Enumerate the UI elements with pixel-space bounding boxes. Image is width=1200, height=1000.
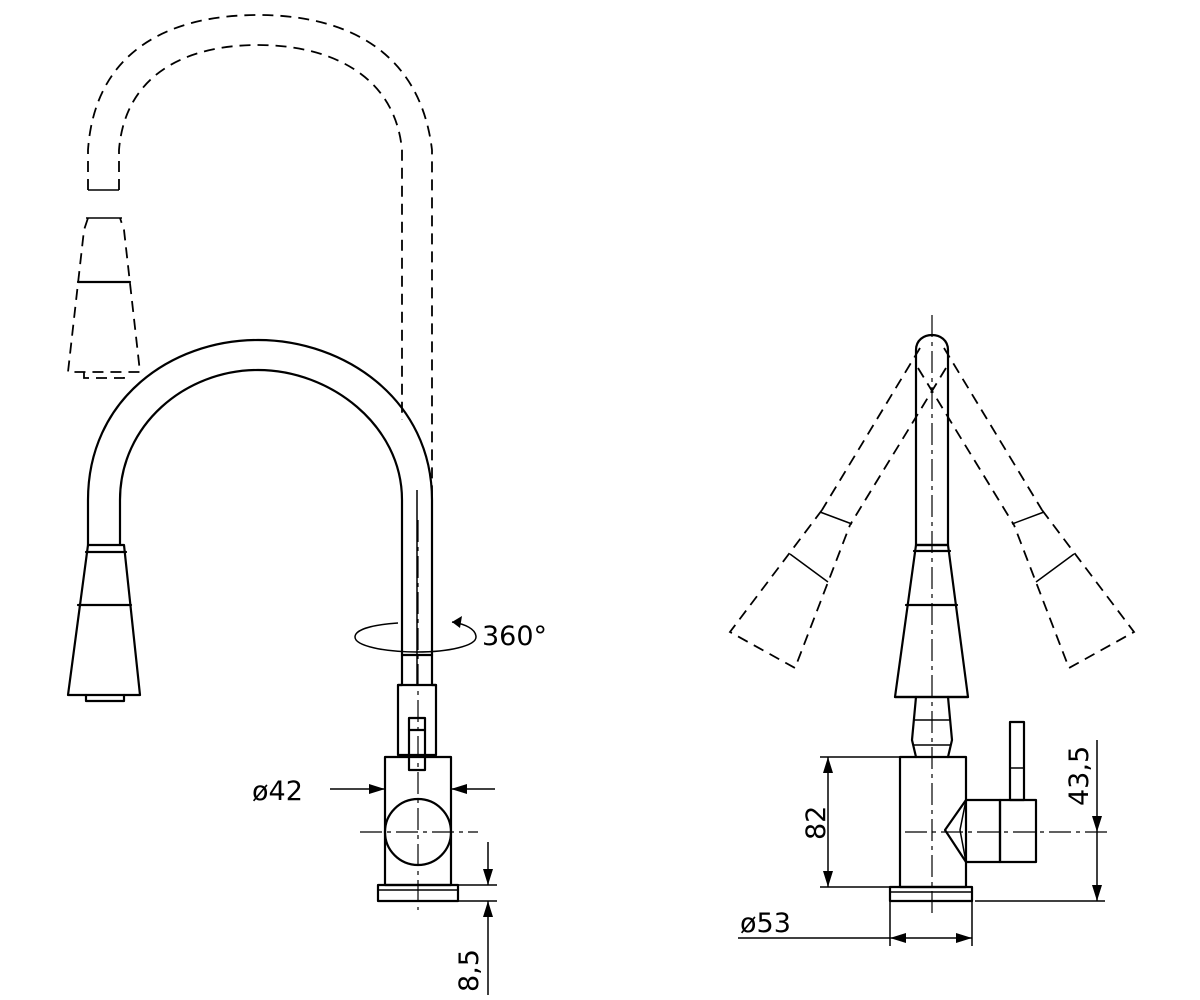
side-view: 82 43,5 ø53 <box>728 315 1136 946</box>
faucet-body <box>360 520 478 910</box>
body-height-label: 82 <box>801 806 832 840</box>
side-base <box>888 885 974 903</box>
side-lever <box>905 720 1110 864</box>
raised-spout-position-dashed <box>66 14 433 500</box>
side-spout-tube <box>914 315 950 918</box>
spout-diameter-label: ø42 <box>252 776 303 807</box>
lever-handle <box>407 716 427 772</box>
rotation-indicator: 360° <box>354 616 547 653</box>
dimension-base-diameter: ø53 <box>738 901 973 946</box>
base-thickness-label: 8,5 <box>454 949 485 992</box>
rotation-label: 360° <box>482 621 547 652</box>
dimension-lever-axis-height: 43,5 <box>975 740 1105 902</box>
faucet-base <box>376 883 460 903</box>
front-view: 360° ø42 8,5 <box>66 14 547 995</box>
spray-head <box>66 543 142 703</box>
base-diameter-label: ø53 <box>740 908 791 939</box>
dimension-spout-diameter: ø42 <box>252 776 495 807</box>
side-spray-tilt-right-dashed <box>917 347 1136 670</box>
dimension-base-thickness: 8,5 <box>454 842 497 995</box>
side-spray-tilt-left-dashed <box>728 347 947 670</box>
swivel-collar <box>396 653 438 757</box>
lever-axis-height-label: 43,5 <box>1064 746 1095 806</box>
side-body <box>898 755 968 889</box>
gooseneck-spout <box>86 338 434 685</box>
dimension-body-height: 82 <box>801 756 900 888</box>
side-collar <box>893 695 970 759</box>
